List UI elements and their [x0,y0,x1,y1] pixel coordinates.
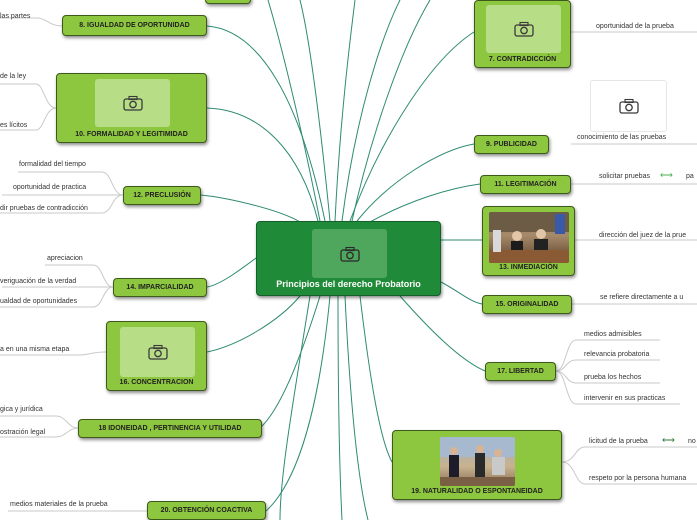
node-naturalidad[interactable]: 19. NATURALIDAD O ESPONTANEIDAD [392,430,562,500]
node-label: 17. LIBERTAD [497,368,544,375]
leaf-text: ualdad de oportunidades [0,298,78,305]
central-topic[interactable]: Principios del derecho Probatorio [256,221,441,296]
leaf-text: pa [686,173,694,180]
leaf-text: intervenir en sus practicas [584,395,666,402]
node-obtencion-coactiva[interactable]: 20. OBTENCIÓN COACTIVA [147,501,266,520]
leaf-text: se refiere directamente a u [600,294,684,301]
node-label: 20. OBTENCIÓN COACTIVA [160,507,253,514]
leaf-text: solicitar pruebas [599,173,650,180]
node-preclusion[interactable]: 12. PRECLUSIÓN [123,186,201,205]
leaf-text: ostración legal [0,429,46,436]
node-label: 10. FORMALIDAD Y LEGITIMIDAD [75,131,188,138]
leaf-text: respeto por la persona humana [589,475,687,482]
node-label: 8. IGUALDAD DE OPORTUNIDAD [79,22,190,29]
leaf-text: veriguación de la verdad [0,278,77,285]
image-placeholder [95,79,170,127]
leaf-text: formalidad del tiempo [19,161,86,168]
node-top-cropped[interactable] [205,0,251,4]
police-photo [440,437,515,486]
leaf-text: gica y jurídica [0,406,43,413]
node-concentracion[interactable]: 16. CONCENTRACION [106,321,207,391]
leaf-text: oportunidad de la prueba [596,23,674,30]
people-illustration [440,437,515,486]
node-idoneidad[interactable]: 18 IDONEIDAD , PERTINENCIA Y UTILIDAD [78,419,262,438]
node-label: 13. INMEDIACIÓN [499,264,558,271]
node-label: 12. PRECLUSIÓN [133,192,191,199]
leaf-text: prueba los hechos [584,374,642,381]
leaf-text: oportunidad de practica [13,184,87,191]
node-inmediacion[interactable]: 13. INMEDIACIÓN [482,206,575,276]
node-label: 15. ORIGINALIDAD [495,301,559,308]
node-label: 9. PUBLICIDAD [486,141,537,148]
leaf-text: las partes [0,13,31,20]
camera-icon [513,21,534,37]
leaf-text: no [688,438,696,445]
image-placeholder [486,5,561,53]
leaf-text: relevancia probatoria [584,351,650,358]
leaf-text: medios admisibles [584,331,642,338]
central-title: Principios del derecho Probatorio [276,279,421,289]
node-libertad[interactable]: 17. LIBERTAD [485,362,556,381]
image-placeholder [120,327,195,377]
camera-icon [122,95,143,111]
leaf-text: de la ley [0,73,27,80]
image-placeholder [312,229,387,278]
leaf-text: a en una misma etapa [0,346,70,353]
node-label: 19. NATURALIDAD O ESPONTANEIDAD [411,488,543,495]
node-formalidad-legitimidad[interactable]: 10. FORMALIDAD Y LEGITIMIDAD [56,73,207,143]
camera-icon [147,344,168,360]
node-label: 14. IMPARCIALIDAD [126,284,194,291]
node-contradiccion[interactable]: 7. CONTRADICCIÓN [474,0,571,68]
node-publicidad[interactable]: 9. PUBLICIDAD [474,135,549,154]
leaf-text: medios materiales de la prueba [10,501,108,508]
node-imparcialidad[interactable]: 14. IMPARCIALIDAD [113,278,207,297]
double-arrow-icon: ⟷ [662,435,675,445]
node-legitimacion[interactable]: 11. LEGITIMACIÓN [480,175,571,194]
node-igualdad-oportunidad[interactable]: 8. IGUALDAD DE OPORTUNIDAD [62,15,207,36]
leaf-text: es lícitos [0,122,28,129]
leaf-text: dirección del juez de la prue [599,232,687,239]
node-label: 11. LEGITIMACIÓN [494,181,557,188]
leaf-text: licitud de la prueba [589,438,648,445]
node-label: 7. CONTRADICCIÓN [488,56,557,63]
node-originalidad[interactable]: 15. ORIGINALIDAD [482,295,572,314]
courtroom-illustration [489,212,569,263]
leaf-text: apreciacion [47,255,83,262]
node-label: 16. CONCENTRACION [119,379,194,386]
camera-icon [339,246,360,262]
image-placeholder-floating [590,80,667,132]
double-arrow-icon: ⟷ [660,170,673,180]
node-label: 18 IDONEIDAD , PERTINENCIA Y UTILIDAD [98,425,242,432]
leaf-text: dir pruebas de contradicción [0,205,88,212]
camera-icon [618,98,639,114]
courtroom-photo [489,212,569,263]
leaf-text: conocimiento de las pruebas [577,134,667,141]
